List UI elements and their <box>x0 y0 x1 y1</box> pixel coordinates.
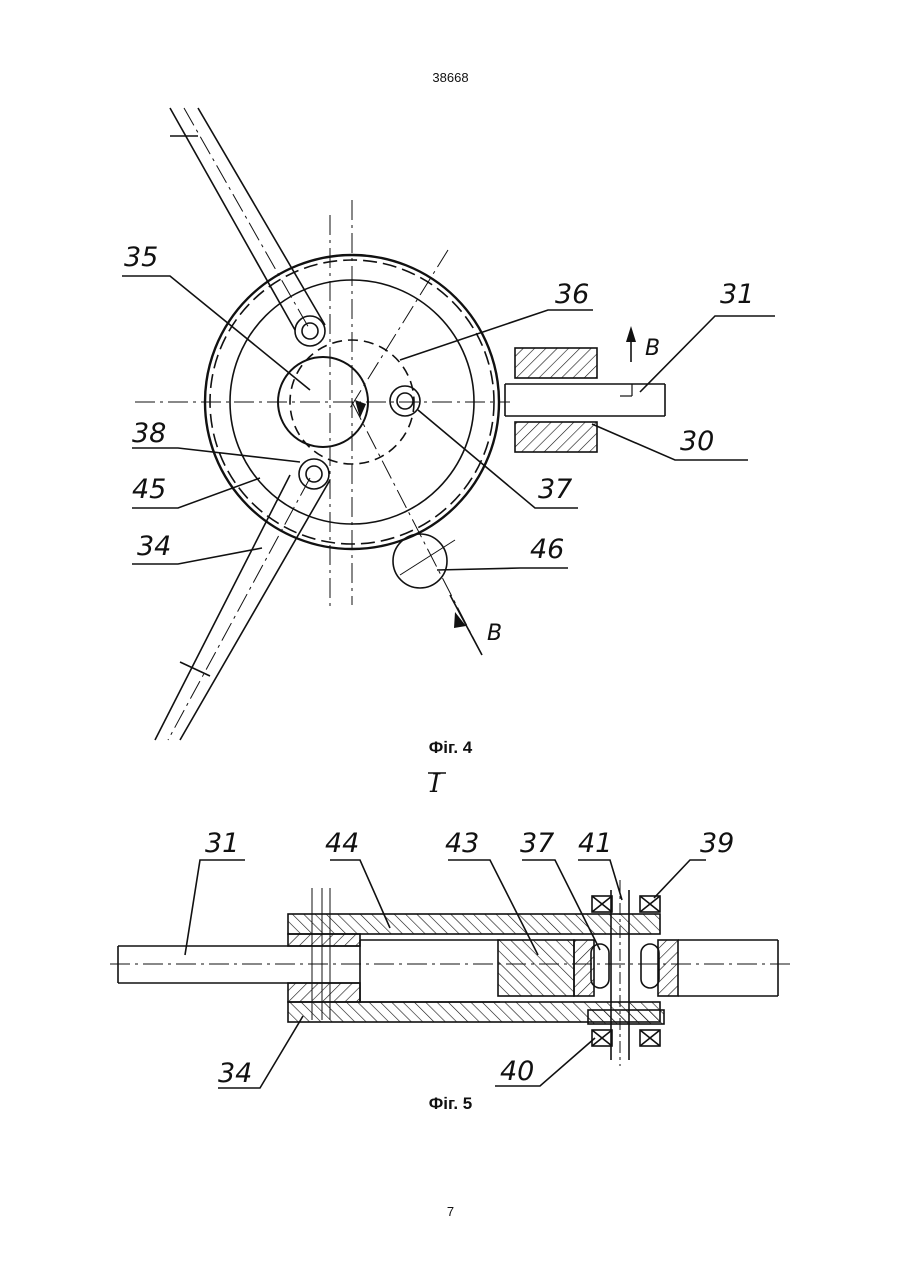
label-31-fig5: 31 <box>205 828 239 859</box>
label-41: 41 <box>578 828 612 859</box>
label-37-fig5: 37 <box>520 828 554 859</box>
label-40: 40 <box>500 1056 534 1087</box>
page-number: 7 <box>0 1204 901 1219</box>
figure-5-caption: Фіг. 5 <box>0 1094 901 1114</box>
label-34-fig5: 34 <box>218 1058 252 1089</box>
label-39: 39 <box>700 828 734 859</box>
label-43: 43 <box>445 828 479 859</box>
label-44: 44 <box>325 828 359 859</box>
